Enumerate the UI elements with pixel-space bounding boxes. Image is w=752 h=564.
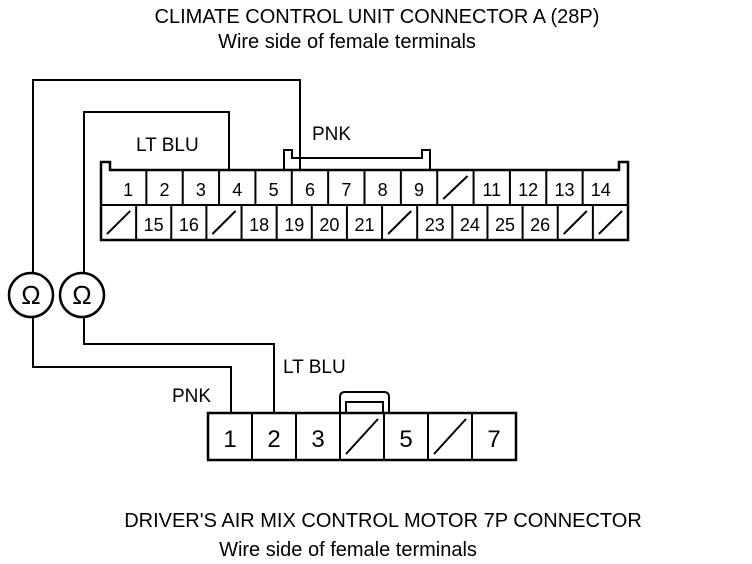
- connector-a-title: CLIMATE CONTROL UNIT CONNECTOR A (28P): [155, 6, 600, 28]
- wire-lt-blu-lower: [83, 317, 275, 413]
- connector-b-subtitle: Wire side of female terminals: [219, 539, 477, 561]
- terminal-label: 25: [495, 215, 515, 235]
- terminal-label: 2: [267, 426, 280, 453]
- terminal-label: 7: [341, 180, 351, 200]
- terminal-label: 19: [284, 215, 304, 235]
- terminal-label: 12: [518, 180, 538, 200]
- terminal-label: 2: [160, 180, 170, 200]
- empty-cavity: [442, 175, 469, 200]
- terminal-label: 13: [554, 180, 574, 200]
- terminal-label: 1: [223, 426, 236, 453]
- empty-cavity: [598, 210, 623, 235]
- wire-pnk-lower: [32, 317, 232, 413]
- label-lt-blu-b: LT BLU: [283, 357, 346, 378]
- terminal-label: 15: [144, 215, 164, 235]
- terminal-label: 6: [305, 180, 315, 200]
- terminal-label: 4: [232, 180, 242, 200]
- terminal-label: 7: [487, 426, 500, 453]
- connector-a-subtitle: Wire side of female terminals: [218, 31, 476, 53]
- terminal-label: 23: [425, 215, 445, 235]
- terminal-label: 9: [414, 180, 424, 200]
- terminal-label: 3: [311, 426, 324, 453]
- label-lt-blu-a: LT BLU: [136, 135, 199, 156]
- terminal-label: 21: [354, 215, 374, 235]
- empty-cavity: [211, 210, 237, 235]
- label-pnk-b: PNK: [172, 386, 211, 407]
- terminal-label: 8: [378, 180, 388, 200]
- empty-cavity: [345, 418, 379, 455]
- wires: [32, 79, 301, 413]
- connector-b: 1 2 3 5 7: [206, 391, 518, 462]
- connector-b-title: DRIVER'S AIR MIX CONTROL MOTOR 7P CONNEC…: [124, 510, 642, 532]
- terminal-label: 14: [591, 180, 611, 200]
- terminal-label: 18: [249, 215, 269, 235]
- ohmmeter-left: Ω: [7, 271, 55, 319]
- terminal-label: 24: [460, 215, 480, 235]
- empty-cavity: [563, 210, 588, 235]
- terminal-label: 11: [482, 180, 501, 200]
- empty-cavity: [106, 210, 131, 235]
- terminal-label: 1: [123, 180, 133, 200]
- wire-lt-blu: [83, 111, 230, 273]
- terminal-label: 3: [196, 180, 206, 200]
- terminal-label: 5: [269, 180, 279, 200]
- terminal-label: 26: [530, 215, 550, 235]
- ohmmeter-right: Ω: [58, 271, 106, 319]
- empty-cavity: [387, 210, 412, 235]
- terminal-label: 16: [179, 215, 199, 235]
- terminal-label: 5: [399, 426, 412, 453]
- wire-pnk: [32, 79, 301, 273]
- ohm-symbol-left: Ω: [21, 280, 40, 310]
- empty-cavity: [433, 418, 467, 455]
- terminal-label: 20: [319, 215, 339, 235]
- ohm-symbol-right: Ω: [72, 280, 91, 310]
- label-pnk-a: PNK: [312, 124, 351, 145]
